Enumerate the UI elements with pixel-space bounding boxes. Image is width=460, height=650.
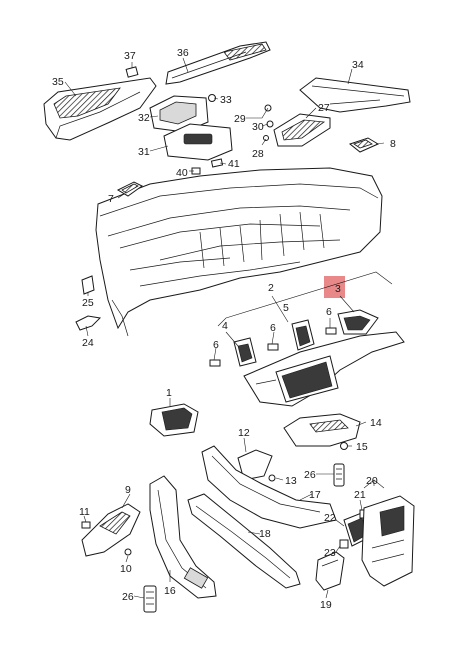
part-26-vent-a — [333, 463, 345, 487]
part-6-clip-b — [267, 343, 279, 351]
part-6-clip-a — [209, 359, 221, 367]
callout-27: 27 — [318, 102, 330, 114]
callout-28: 28 — [252, 148, 264, 160]
callout-14: 14 — [370, 417, 382, 429]
part-33-screw — [208, 94, 216, 102]
part-16-air-duct — [149, 475, 217, 599]
part-5-center-vent — [291, 319, 315, 351]
callout-37: 37 — [124, 50, 136, 62]
callout-5: 5 — [283, 302, 289, 314]
callout-35: 35 — [52, 76, 64, 88]
callout-6a: 6 — [213, 339, 219, 351]
part-28-fastener — [263, 135, 269, 141]
part-20-rear-console-panel — [361, 495, 415, 587]
callout-12: 12 — [238, 427, 250, 439]
callout-1: 1 — [166, 387, 172, 399]
callout-16: 16 — [164, 585, 176, 597]
callout-17: 17 — [309, 489, 321, 501]
part-1-left-vent — [149, 403, 199, 437]
part-25-bracket — [81, 275, 95, 295]
callout-30: 30 — [252, 121, 264, 133]
part-23-clip — [339, 539, 349, 549]
callout-3: 3 — [335, 283, 341, 295]
callout-9: 9 — [125, 484, 131, 496]
part-36-cowl-strip — [165, 41, 271, 85]
callout-34: 34 — [352, 59, 364, 71]
part-3-center-bezel — [337, 309, 379, 335]
callout-6c: 6 — [326, 306, 332, 318]
callout-22: 22 — [324, 512, 336, 524]
callout-29: 29 — [234, 113, 246, 125]
callout-26a: 26 — [304, 469, 316, 481]
part-30-fastener — [266, 120, 274, 128]
callout-21: 21 — [354, 489, 366, 501]
part-2-console-trim — [243, 331, 405, 407]
callout-20: 20 — [366, 475, 378, 487]
part-dashboard-panel — [95, 167, 383, 337]
part-18-air-duct — [187, 493, 301, 589]
part-17-air-duct — [201, 445, 337, 529]
part-34-trim-panel — [299, 77, 411, 113]
part-26-vent-b — [143, 585, 157, 613]
part-4-center-vent — [233, 337, 257, 367]
part-11-clip — [81, 521, 91, 529]
callout-32: 32 — [138, 112, 150, 124]
callout-24: 24 — [82, 337, 94, 349]
callout-26b: 26 — [122, 591, 134, 603]
callout-41: 41 — [228, 158, 240, 170]
part-35-cowl-panel — [43, 77, 157, 141]
callout-7: 7 — [108, 193, 114, 205]
part-24-clip-bracket — [75, 315, 102, 331]
part-9-side-duct — [81, 503, 141, 557]
part-14-lower-panel — [283, 413, 361, 447]
part-13-screw — [268, 474, 276, 482]
callout-36: 36 — [177, 47, 189, 59]
callout-18: 18 — [259, 528, 271, 540]
callout-8: 8 — [390, 138, 396, 150]
callout-13: 13 — [285, 475, 297, 487]
part-10-fastener — [124, 548, 132, 556]
callout-23: 23 — [324, 547, 336, 559]
part-32-duct-box — [149, 95, 209, 133]
part-41-clip — [210, 158, 224, 168]
leader-lines — [64, 57, 393, 599]
callout-10: 10 — [120, 563, 132, 575]
callout-2: 2 — [268, 282, 274, 294]
callout-labels: 35 37 36 34 33 32 31 27 29 30 28 8 40 41… — [52, 47, 396, 611]
callout-11: 11 — [79, 506, 90, 518]
callout-highlight — [324, 276, 345, 298]
part-7-side-vent — [116, 181, 143, 197]
part-15-screw — [340, 442, 348, 450]
callout-40: 40 — [176, 167, 188, 179]
part-37-clip — [125, 66, 139, 78]
callout-15: 15 — [356, 441, 368, 453]
callout-33: 33 — [220, 94, 232, 106]
callout-19: 19 — [320, 599, 332, 611]
callout-25: 25 — [82, 297, 94, 309]
callout-6b: 6 — [270, 322, 276, 334]
part-8-speaker-grille — [348, 137, 380, 153]
callout-4: 4 — [222, 320, 228, 332]
part-31-air-distributor — [163, 123, 233, 161]
callout-31: 31 — [138, 146, 150, 158]
part-27-vent-grille — [273, 113, 331, 147]
part-6-clip-c — [325, 327, 337, 335]
